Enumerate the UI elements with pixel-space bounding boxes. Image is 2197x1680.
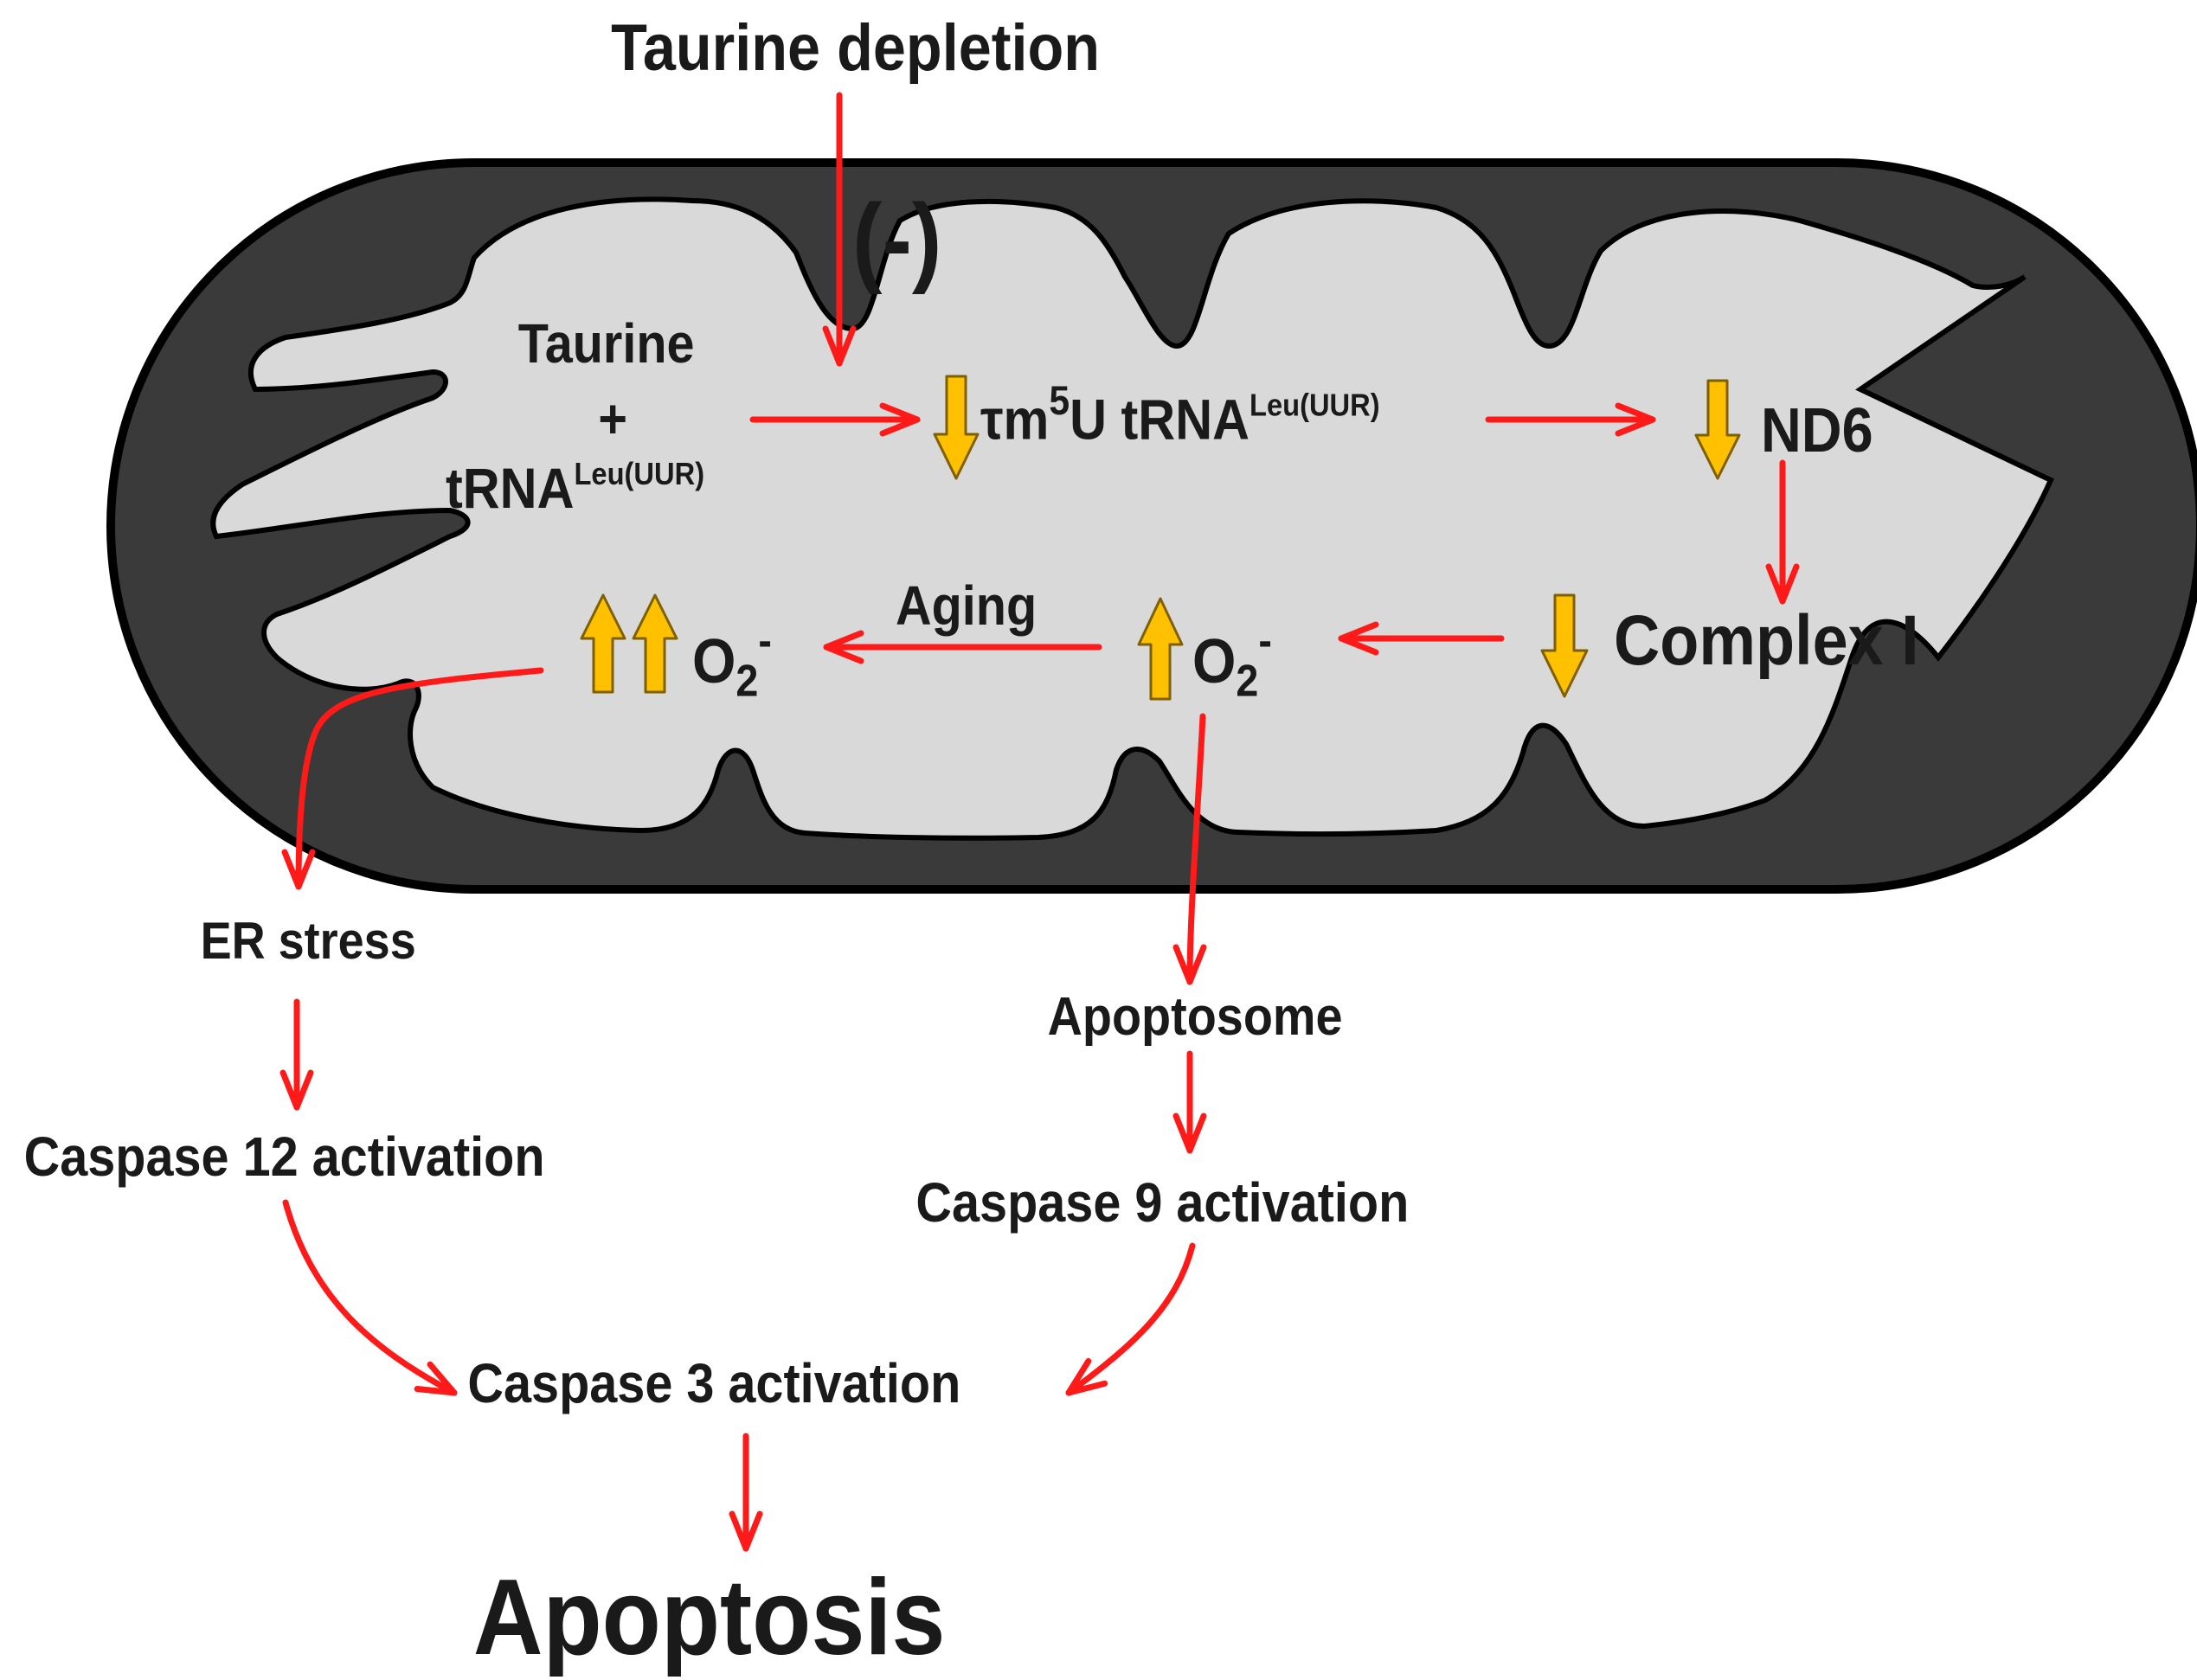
level-indicators — [580, 375, 1741, 701]
up-arrow-icon — [1137, 597, 1184, 701]
matrix-cristae — [210, 196, 2054, 841]
caspase12-label: Caspase 12 activation — [23, 1125, 545, 1188]
o2-superscript: - — [758, 615, 772, 665]
apoptosome-label: Apoptosome — [1047, 987, 1343, 1047]
caspase9-label: Caspase 9 activation — [915, 1171, 1410, 1234]
up-arrow-icon — [580, 593, 626, 694]
superoxide-label: O2- — [1192, 618, 1272, 706]
aging-label: Aging — [896, 574, 1037, 637]
trna-leu-label: tRNALeu(UUR) — [446, 458, 704, 516]
inhibition-sign: (-) — [852, 184, 942, 295]
trna-base: tRNA — [446, 456, 575, 521]
plus-sign: + — [598, 388, 627, 450]
arrow-caspase12-to-caspase3 — [282, 1199, 458, 1396]
o2-base: O — [1192, 627, 1237, 697]
tm5u-superscript: Leu(UUR) — [1249, 387, 1380, 423]
taurine-depletion-label: Taurine depletion — [611, 11, 1101, 85]
complex-i-label: Complex I — [1614, 601, 1919, 680]
tm5u-tau: τm — [980, 387, 1050, 452]
up-arrow-icon — [632, 593, 678, 694]
arrow-caspase9-to-caspase3 — [1065, 1242, 1196, 1396]
trna-superscript: Leu(UUR) — [574, 456, 705, 491]
o2-subscript: 2 — [1236, 655, 1259, 706]
o2-superscript: - — [1258, 615, 1272, 665]
down-arrow-icon — [1694, 379, 1741, 480]
tm5u-five: 5 — [1049, 378, 1070, 424]
o2-base: O — [692, 627, 736, 697]
arrow-superoxide-to-apoptosome — [1172, 713, 1207, 985]
o2-subscript: 2 — [736, 655, 759, 706]
caspase3-label: Caspase 3 activation — [467, 1352, 961, 1414]
apoptosis-label: Apoptosis — [472, 1558, 946, 1677]
down-arrow-icon — [1540, 593, 1589, 698]
tm5u-trna-label: τm5U tRNALeu(UUR) — [980, 381, 1380, 448]
arrow-aged-superoxide-to-er-stress — [281, 667, 544, 890]
tm5u-u-trna: U tRNA — [1070, 387, 1249, 452]
er-stress-label: ER stress — [200, 912, 416, 970]
down-arrow-icon — [933, 375, 980, 480]
superoxide-aged-label: O2- — [692, 618, 772, 706]
flow-arrows — [279, 92, 1800, 1552]
nd6-label: ND6 — [1761, 396, 1873, 465]
taurine-label: Taurine — [517, 312, 695, 375]
